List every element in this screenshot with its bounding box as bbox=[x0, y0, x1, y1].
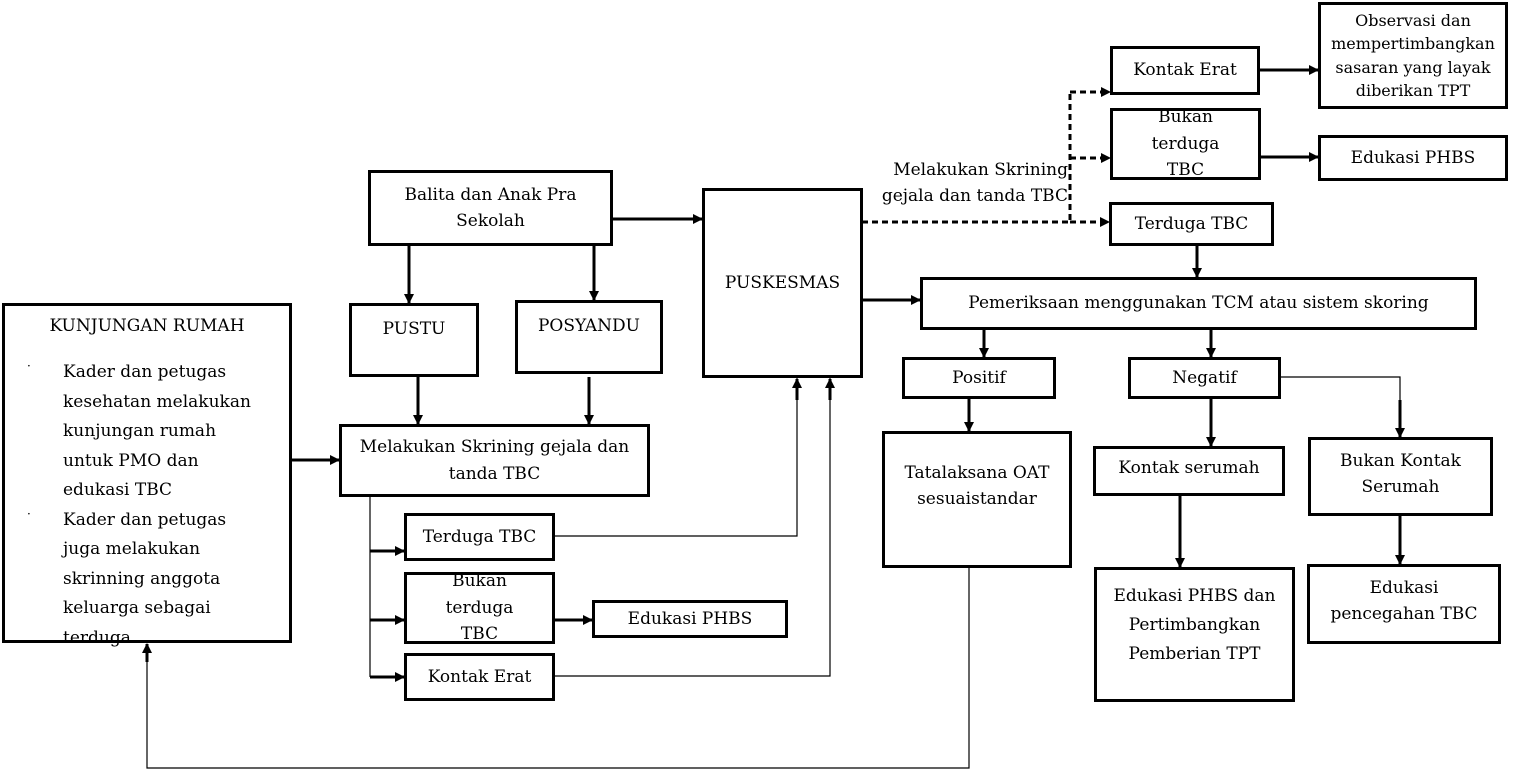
label-skrining-dashed: Melakukan Skrining gejala dan tanda TBC bbox=[881, 160, 1068, 206]
bullet-icon: · bbox=[27, 359, 31, 373]
line-negatif-bukan-serumah bbox=[1280, 376, 1401, 415]
node-left-edukasi: Edukasi PHBS bbox=[592, 600, 788, 638]
home-visit-title: KUNJUNGAN RUMAH bbox=[49, 316, 245, 336]
home-visit-box: KUNJUNGAN RUMAH ·Kader dan petugas keseh… bbox=[2, 303, 292, 648]
node-right-terduga: Terduga TBC bbox=[1109, 202, 1274, 246]
node-puskesmas: PUSKESMAS bbox=[702, 188, 863, 378]
node-observasi: Observasi dan mempertimbangkan sasaran y… bbox=[1318, 2, 1508, 109]
arrow-kontak-puskesmas bbox=[554, 378, 831, 677]
node-negatif: Negatif bbox=[1128, 357, 1281, 399]
node-bukan-kontak-serumah: Bukan Kontak Serumah bbox=[1308, 437, 1493, 516]
node-balita: Balita dan Anak Pra Sekolah bbox=[368, 170, 613, 246]
node-edukasi-pencegahan: Edukasi pencegahan TBC bbox=[1307, 564, 1501, 644]
node-right-bukan-terduga: Bukan terduga TBC bbox=[1110, 107, 1261, 180]
dashed-skrining-branch bbox=[862, 92, 1072, 224]
home-visit-list: ·Kader dan petugas kesehatan melakukan k… bbox=[27, 358, 267, 653]
node-pustu: PUSTU bbox=[349, 303, 479, 377]
node-edukasi-tpt: Edukasi PHBS dan Pertimbangkan Pemberian… bbox=[1094, 567, 1295, 702]
home-visit-item: ·Kader dan petugas kesehatan melakukan k… bbox=[27, 358, 267, 506]
node-positif: Positif bbox=[902, 357, 1056, 399]
bullet-icon: · bbox=[27, 506, 31, 521]
node-posyandu: POSYANDU bbox=[515, 300, 663, 374]
node-left-kontak-erat: Kontak Erat bbox=[404, 653, 555, 701]
home-visit-item: ·Kader dan petugas juga melakukan skrinn… bbox=[27, 506, 267, 654]
node-skrining-left: Melakukan Skrining gejala dan tanda TBC bbox=[339, 424, 650, 497]
node-left-bukan-terduga: Bukan terduga TBC bbox=[404, 571, 555, 644]
node-left-terduga: Terduga TBC bbox=[404, 513, 555, 561]
node-tatalaksana: Tatalaksana OAT sesuaistandar bbox=[882, 431, 1072, 568]
node-right-kontak-erat: Kontak Erat bbox=[1110, 46, 1260, 95]
node-pemeriksaan: Pemeriksaan menggunakan TCM atau sistem … bbox=[920, 277, 1477, 330]
node-kontak-serumah: Kontak serumah bbox=[1093, 446, 1285, 496]
arrow-terduga-puskesmas bbox=[554, 378, 798, 537]
line-tatalaksana-home bbox=[146, 567, 970, 769]
node-right-edukasi: Edukasi PHBS bbox=[1318, 135, 1508, 181]
